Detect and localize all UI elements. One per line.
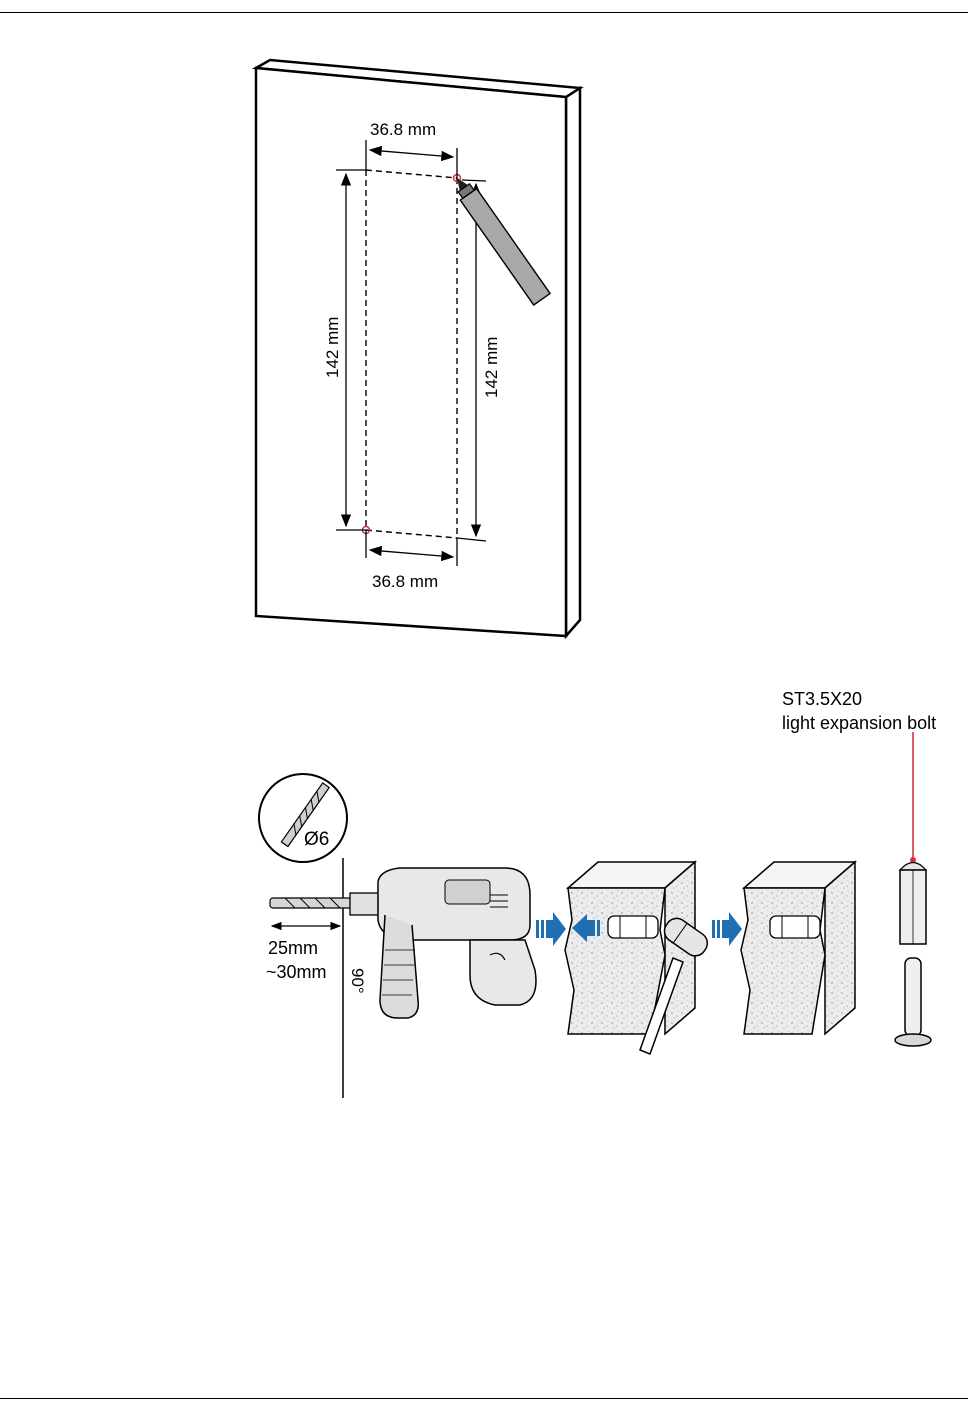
angle-label: 90° <box>348 968 367 994</box>
bit-diameter-label: Ø6 <box>304 829 329 850</box>
wall-block-2 <box>741 862 855 1034</box>
bolt-spec-label: ST3.5X20 <box>782 689 862 709</box>
footer-rule <box>0 1398 968 1399</box>
electric-drill-icon <box>350 868 536 1018</box>
step-arrow-2 <box>712 912 742 946</box>
depth-label-line1: 25mm <box>268 938 318 958</box>
expansion-bolt-icon <box>895 732 931 1046</box>
drill-bit-inset <box>259 774 347 862</box>
step-arrow-1 <box>536 912 566 946</box>
wall-block-1 <box>565 862 695 1034</box>
bolt-name-label: light expansion bolt <box>782 713 936 733</box>
inserted-drill-bit <box>270 898 360 908</box>
depth-label-line2: ~30mm <box>266 962 327 982</box>
